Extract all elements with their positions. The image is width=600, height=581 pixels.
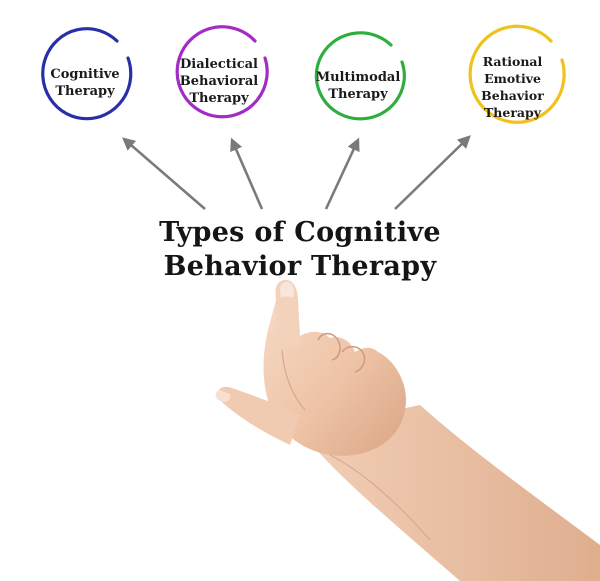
node-multimodal-therapy-label: Multimodal Therapy bbox=[303, 69, 413, 103]
node-4-line-3: Behavior bbox=[481, 88, 544, 103]
node-4-line-2: Emotive bbox=[484, 71, 541, 86]
pointing-hand-image bbox=[215, 280, 600, 581]
node-ring-1 bbox=[41, 27, 133, 121]
node-2-line-1: Dialectical bbox=[180, 57, 258, 72]
node-4-line-4: Therapy bbox=[483, 105, 542, 120]
node-dialectical-behavioral-therapy-label: Dialectical Behavioral Therapy bbox=[164, 56, 274, 107]
node-ring-4 bbox=[468, 24, 566, 124]
node-1-line-2: Therapy bbox=[55, 84, 115, 99]
diagram-title: Types of Cognitive Behavior Therapy bbox=[110, 216, 490, 284]
title-line-1: Types of Cognitive bbox=[159, 217, 441, 248]
arrow-1 bbox=[122, 137, 206, 210]
arrow-3 bbox=[324, 137, 360, 210]
node-rational-emotive-behavior-therapy-label: Rational Emotive Behavior Therapy bbox=[460, 53, 565, 121]
arrow-2 bbox=[230, 137, 264, 210]
node-3-line-2: Therapy bbox=[328, 87, 388, 102]
node-2-line-2: Behavioral bbox=[179, 74, 259, 89]
title-line-2: Behavior Therapy bbox=[163, 251, 437, 282]
node-cognitive-therapy-label: Cognitive Therapy bbox=[30, 66, 140, 100]
arrow-4 bbox=[394, 135, 471, 210]
node-1-line-1: Cognitive bbox=[50, 67, 120, 82]
node-ring-3 bbox=[314, 31, 406, 121]
node-2-line-3: Therapy bbox=[189, 91, 249, 106]
node-4-line-1: Rational bbox=[482, 54, 543, 69]
node-3-line-1: Multimodal bbox=[315, 70, 401, 85]
node-ring-2 bbox=[175, 25, 269, 119]
